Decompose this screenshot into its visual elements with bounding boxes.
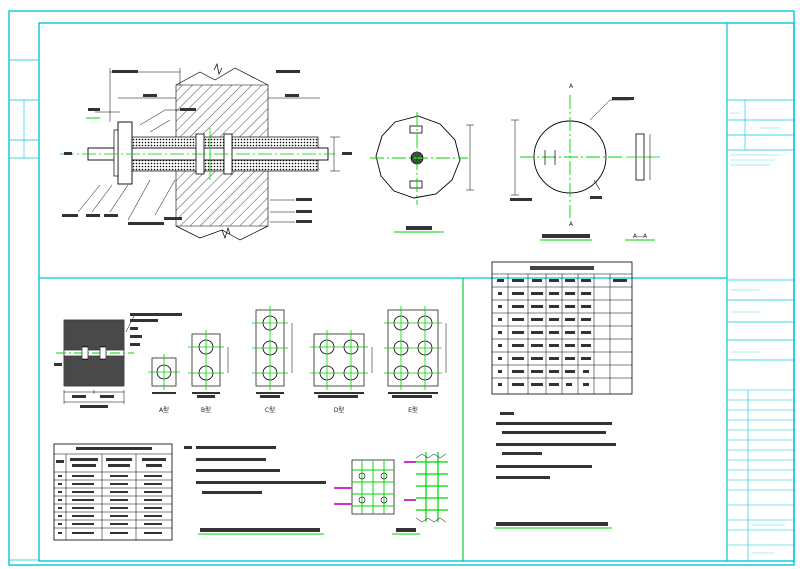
section-aa-view: A A (510, 83, 634, 241)
sleeve-arrangement-c: C型 (252, 306, 293, 414)
sleeve-arrangement-b: B型 (188, 330, 229, 414)
reinforcement-detail (334, 452, 448, 535)
sleeve-arrangement-a: A型 (148, 354, 180, 414)
construction-notes-left (184, 446, 326, 535)
title-block (727, 99, 794, 561)
pipe-penetration-section (60, 62, 352, 241)
arrangement-e-label: E型 (408, 406, 418, 414)
arrangement-d-label: D型 (334, 406, 345, 414)
arrangement-a-label: A型 (159, 406, 169, 414)
sleeve-arrangement-e: E型 (384, 306, 447, 414)
section-side-view: A—A (625, 133, 660, 241)
material-table (53, 443, 173, 541)
section-aa-label: A—A (633, 233, 648, 240)
flange-plate-view (370, 112, 474, 233)
spec-table (491, 261, 633, 395)
section-marker-a-top: A (569, 83, 574, 90)
sleeve-arrangement-d: D型 (310, 330, 373, 414)
insulation-section-detail (54, 313, 182, 408)
callout-text (62, 70, 352, 225)
arrangement-dimensions (152, 392, 438, 398)
section-marker-a-bottom: A (569, 221, 574, 228)
arrangement-b-label: B型 (201, 406, 211, 414)
drawing-border (8, 10, 795, 566)
arrangement-c-label: C型 (265, 406, 275, 414)
construction-notes-right (494, 412, 616, 529)
